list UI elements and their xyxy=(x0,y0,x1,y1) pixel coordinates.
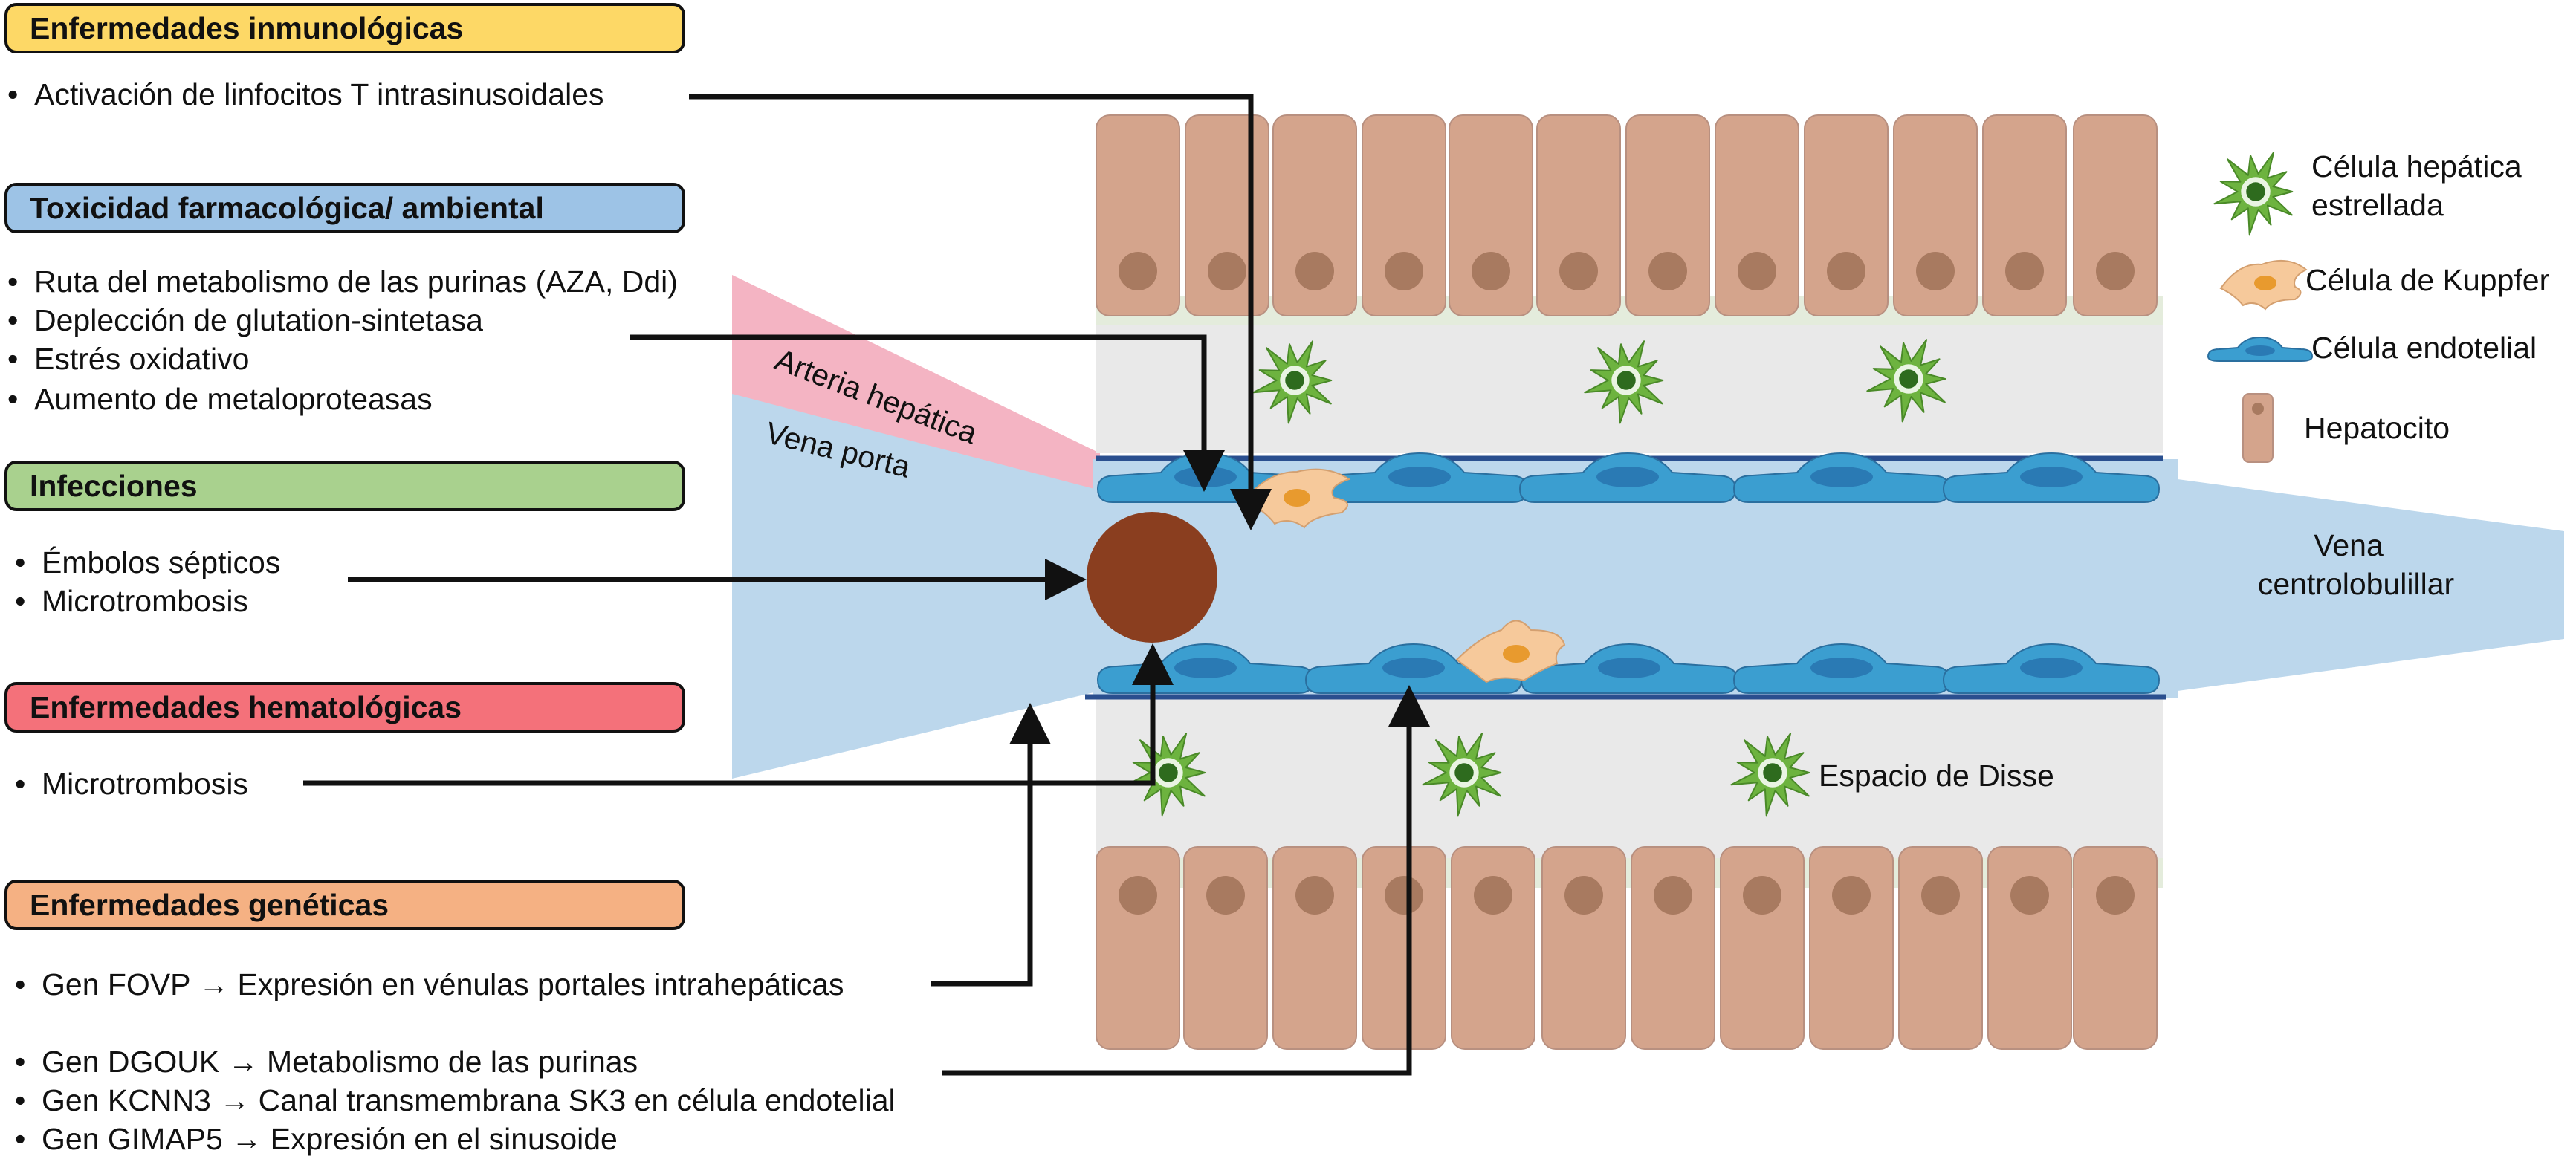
arrow-hematological xyxy=(303,643,1174,786)
hepatocyte xyxy=(1536,114,1621,316)
legend-stellate-label-1: Célula hepática xyxy=(2311,149,2522,184)
hepatocyte xyxy=(1362,114,1446,316)
endothelial-cell xyxy=(1518,452,1737,503)
arrow-genes xyxy=(942,685,1430,1076)
arrow-fovp xyxy=(931,703,1051,987)
stellate-cell xyxy=(1730,733,1810,817)
list-item: •Gen GIMAP5 → Expresión en el sinusoide xyxy=(15,1122,618,1156)
hepatocyte-row-bottom xyxy=(1096,846,2158,1050)
hepatocyte xyxy=(1362,846,1446,1050)
list-item: •Ruta del metabolismo de las purinas (AZ… xyxy=(7,264,678,299)
legend-endothelial-label: Célula endotelial xyxy=(2311,331,2537,365)
hepatocyte xyxy=(1272,114,1357,316)
endothelial-cell xyxy=(1732,452,1951,503)
central-vein-label-1: Vena xyxy=(2314,528,2384,562)
disse-label: Espacio de Disse xyxy=(1819,759,2054,793)
endothelial-cell xyxy=(1942,643,2161,694)
hepatocyte xyxy=(1541,846,1626,1050)
stellate-cell xyxy=(1252,340,1333,424)
portal-vein-funnel xyxy=(732,386,1100,779)
legend-kupffer-icon xyxy=(2219,259,2308,311)
list-item: •Microtrombosis xyxy=(15,584,248,618)
hepatocyte xyxy=(1893,114,1978,316)
kupffer-cell xyxy=(1455,620,1566,684)
hepatocyte xyxy=(1096,846,1180,1050)
list-item: •Gen DGOUK → Metabolismo de las purinas xyxy=(15,1045,638,1079)
stellate-cell xyxy=(1422,733,1502,817)
endothelial-cell xyxy=(1942,452,2161,503)
list-item: •Microtrombosis xyxy=(15,767,248,801)
arrow-immunological xyxy=(689,94,1272,530)
list-item: •Activación de linfocitos T intrasinusoi… xyxy=(7,77,604,111)
hepatocyte xyxy=(1715,114,1799,316)
list-item: •Émbolos sépticos xyxy=(15,545,281,580)
hepatocyte xyxy=(2073,846,2158,1050)
legend-hepatocyte-icon xyxy=(2242,393,2274,463)
list-item: •Gen FOVP → Expresión en vénulas portale… xyxy=(15,967,844,1001)
stellate-cells xyxy=(1126,339,1946,817)
legend-stellate-icon xyxy=(2213,152,2294,236)
thrombus xyxy=(1087,512,1217,643)
central-vein-funnel xyxy=(2178,479,2564,691)
header-hematological: Enfermedades hematológicas xyxy=(4,682,685,733)
hepatocyte xyxy=(1183,846,1268,1050)
legend-endothelial-icon xyxy=(2207,336,2314,362)
legend-kupffer-label: Célula de Kuppfer xyxy=(2305,263,2549,297)
legend: Célula hepática estrellada Célula de Kup… xyxy=(2207,149,2549,463)
header-infections: Infecciones xyxy=(4,461,685,511)
hepatocyte xyxy=(1449,114,1533,316)
endothelial-cell xyxy=(1732,643,1951,694)
hepatocyte xyxy=(1982,114,2067,316)
legend-stellate-label-2: estrellada xyxy=(2311,188,2444,222)
hepatic-artery-funnel xyxy=(732,275,1100,490)
hepatocyte xyxy=(1804,114,1889,316)
list-item: •Aumento de metaloproteasas xyxy=(7,382,433,416)
hepatocyte xyxy=(1451,846,1535,1050)
hepatocyte xyxy=(1720,846,1805,1050)
hepatocyte xyxy=(1272,846,1357,1050)
stellate-cell xyxy=(1866,339,1946,423)
hepatocyte xyxy=(1185,114,1269,316)
header-immunological: Enfermedades inmunológicas xyxy=(4,3,685,53)
legend-hepatocyte-label: Hepatocito xyxy=(2304,411,2450,445)
endothelial-cell xyxy=(1310,452,1529,503)
stellate-cell xyxy=(2213,152,2294,236)
hepatocyte xyxy=(2073,114,2158,316)
hepatocyte xyxy=(1631,846,1715,1050)
endothelial-cell xyxy=(1520,643,1738,694)
header-toxicity: Toxicidad farmacológica/ ambiental xyxy=(4,183,685,233)
hepatocyte xyxy=(1898,846,1983,1050)
endothelial-row-bottom xyxy=(1096,643,2161,694)
hepatocyte xyxy=(1096,114,1180,316)
hepatocyte-row-top xyxy=(1096,114,2158,316)
arrow-toxicity xyxy=(630,334,1225,492)
stellate-cell xyxy=(1126,733,1206,817)
list-item: •Deplección de glutation-sintetasa xyxy=(7,303,483,337)
disse-space-bottom xyxy=(1096,698,2163,873)
stellate-cell xyxy=(1584,340,1664,424)
hepatocyte xyxy=(1987,846,2072,1050)
header-genetic: Enfermedades genéticas xyxy=(4,880,685,930)
hepatocyte xyxy=(1625,114,1710,316)
list-item: •Gen KCNN3 → Canal transmembrana SK3 en … xyxy=(15,1083,896,1117)
hepatocyte xyxy=(1809,846,1894,1050)
endothelial-cell xyxy=(1304,643,1523,694)
list-item: •Estrés oxidativo xyxy=(7,342,250,376)
central-vein-label-2: centrolobulillar xyxy=(2258,567,2454,601)
